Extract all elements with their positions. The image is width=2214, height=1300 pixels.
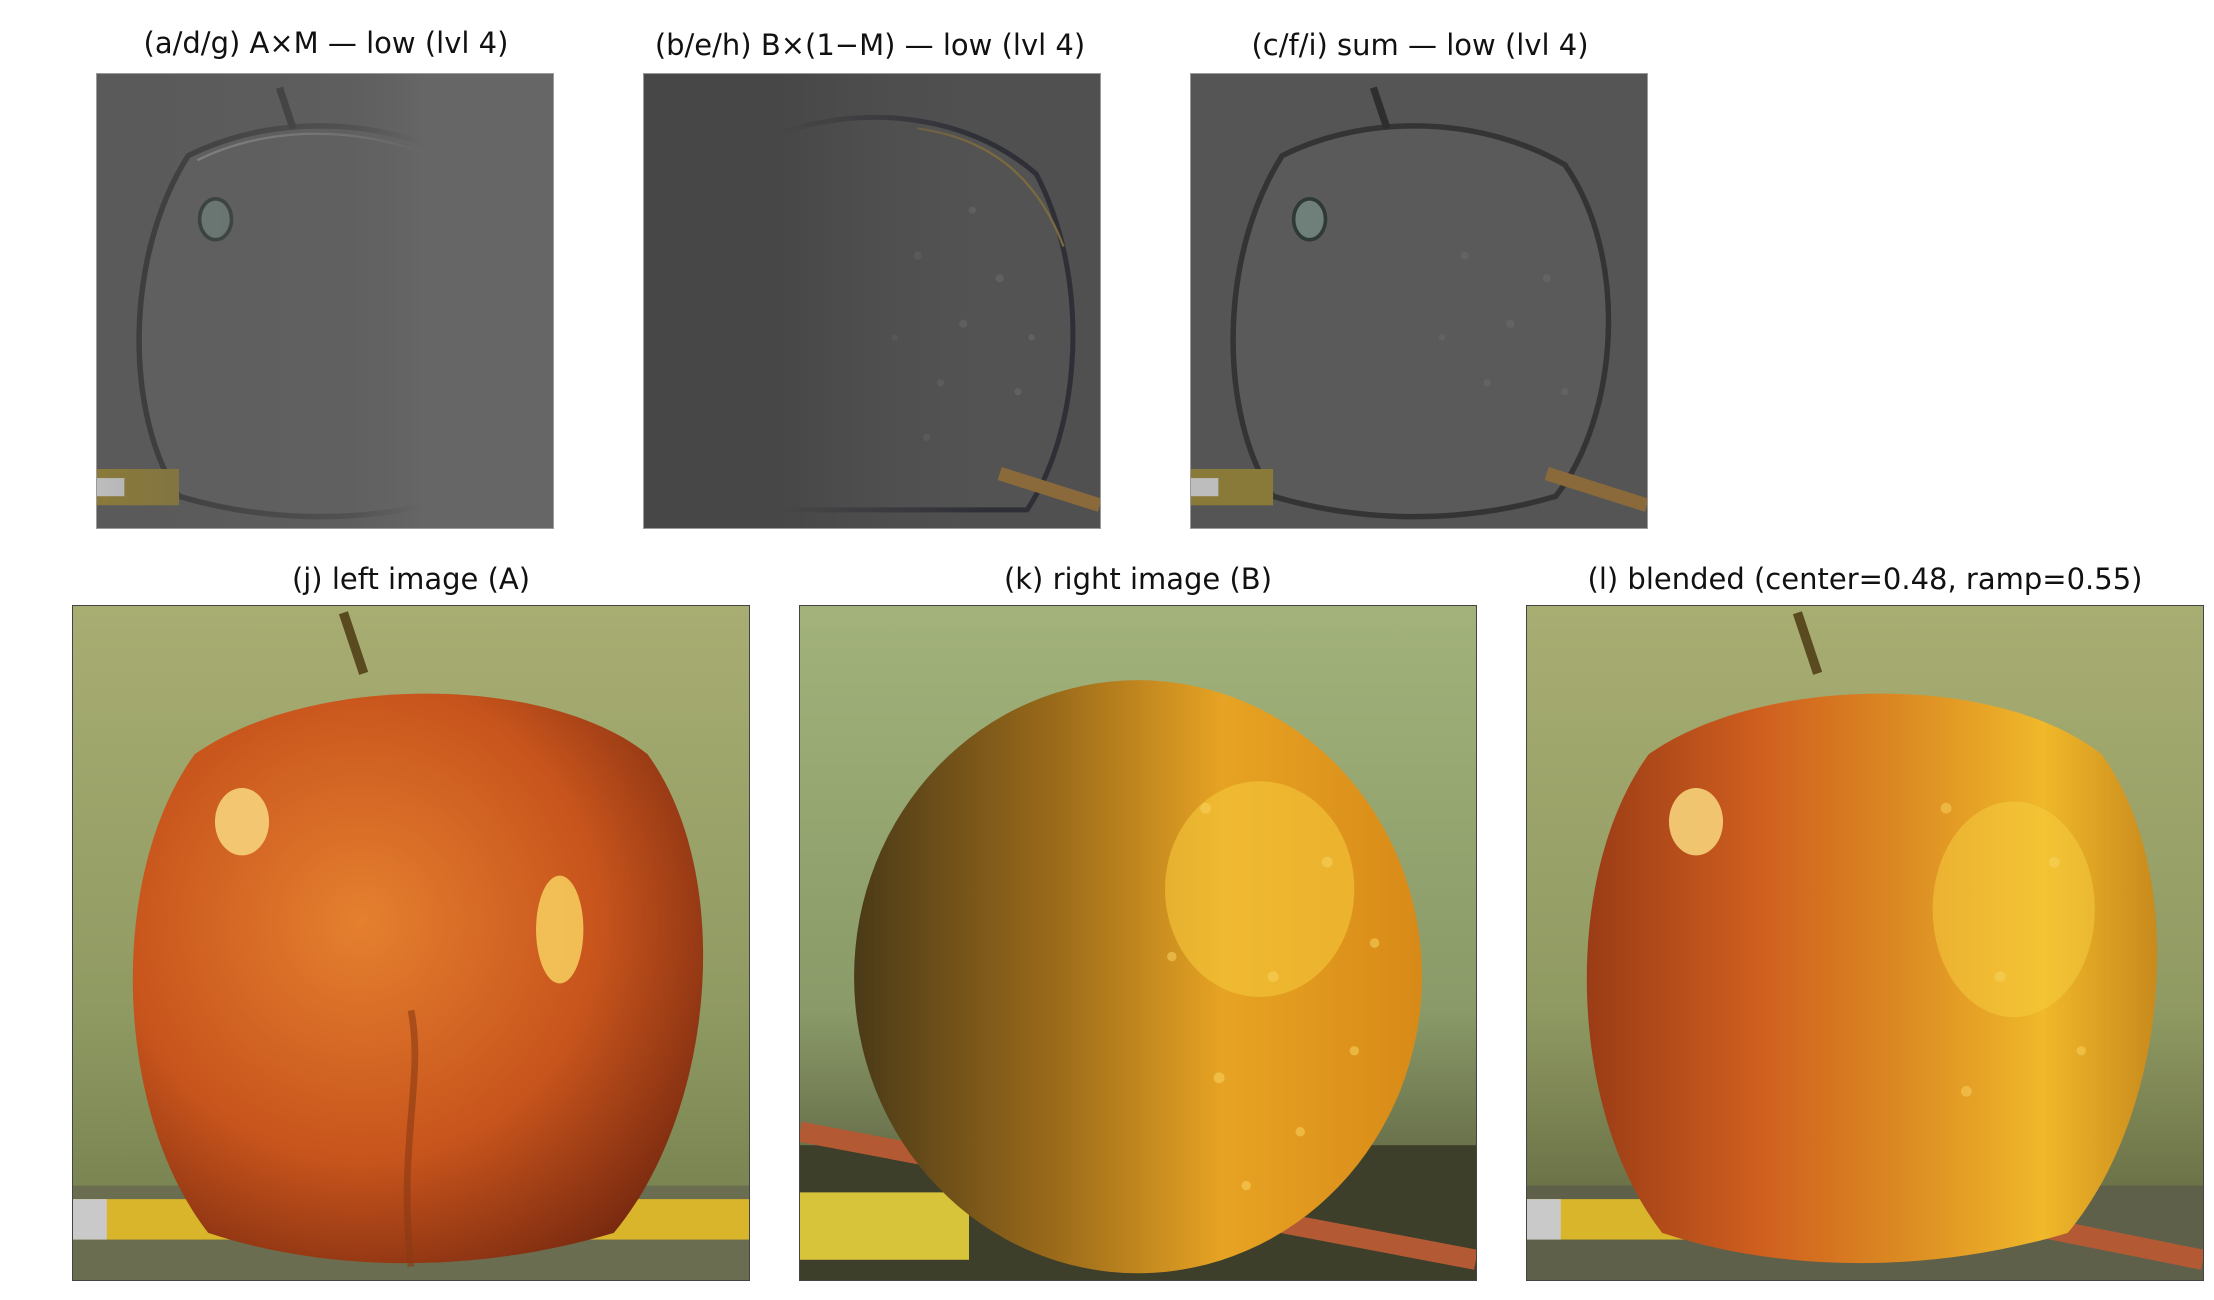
orange-low-detail-image [644, 74, 1100, 528]
blended-image [1527, 606, 2203, 1280]
panel-title-orange-low: (b/e/h) B×(1−M) — low (lvl 4) [654, 28, 1086, 62]
apple-low-detail-image [97, 74, 553, 528]
panel-title-apple-low: (a/d/g) A×M — low (lvl 4) [143, 26, 509, 60]
left-image-apple [73, 606, 749, 1280]
panel-title-right-image: (k) right image (B) [1003, 562, 1273, 596]
panel-title-sum-low: (c/f/i) sum — low (lvl 4) [1251, 28, 1589, 62]
panel-title-left-image: (j) left image (A) [291, 562, 531, 596]
panel-title-blended-image: (l) blended (center=0.48, ramp=0.55) [1587, 562, 2143, 596]
sum-low-detail-image [1191, 74, 1647, 528]
right-image-orange [800, 606, 1476, 1280]
